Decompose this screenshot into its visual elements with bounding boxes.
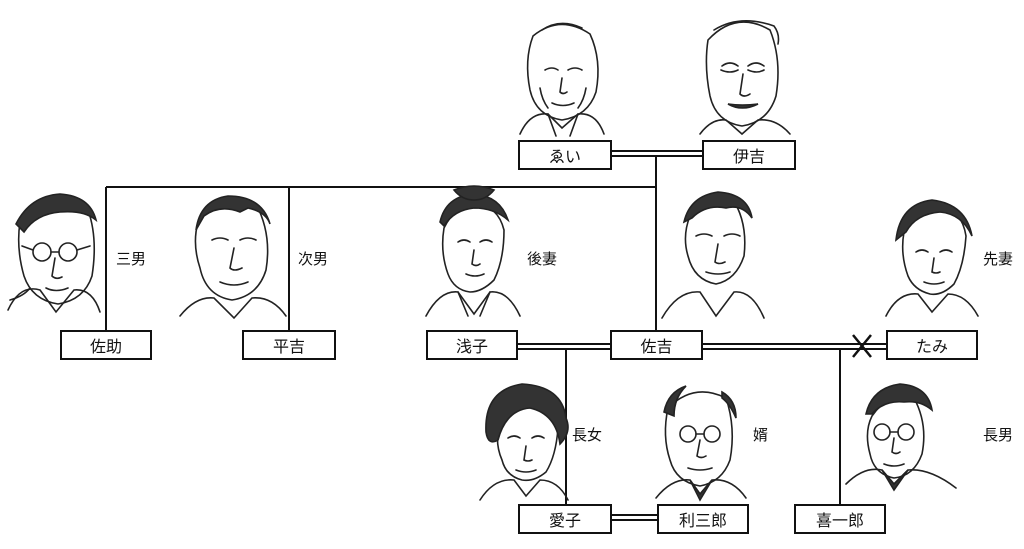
name-heikichi: 平吉 [272, 337, 305, 356]
role-label-sasuke: 三男 [116, 250, 147, 268]
name-box-ikichi: 伊吉 [702, 140, 796, 170]
name-box-sasuke: 佐助 [60, 330, 152, 360]
name-asako: 浅子 [455, 337, 488, 356]
portrait-aiko [479, 383, 569, 501]
portrait-ikichi [699, 20, 791, 136]
name-kiichiro: 喜一郎 [815, 511, 864, 530]
portrait-ei [519, 22, 605, 137]
name-box-sakichi: 佐吉 [610, 330, 703, 360]
name-risaburo: 利三郎 [678, 511, 727, 530]
portrait-sakichi [661, 191, 765, 319]
name-box-risaburo: 利三郎 [657, 504, 749, 534]
name-box-ei: ゑい [518, 140, 612, 170]
name-box-kiichiro: 喜一郎 [794, 504, 886, 534]
name-box-heikichi: 平吉 [242, 330, 336, 360]
portrait-tami [885, 199, 979, 317]
name-aiko: 愛子 [548, 511, 581, 530]
portrait-asako [425, 185, 521, 317]
name-box-aiko: 愛子 [518, 504, 612, 534]
name-box-asako: 浅子 [426, 330, 518, 360]
role-label-tami: 先妻 [983, 250, 1014, 268]
name-tami: たみ [915, 337, 948, 356]
name-ikichi: 伊吉 [732, 147, 765, 166]
name-sasuke: 佐助 [89, 337, 122, 356]
name-box-tami: たみ [886, 330, 978, 360]
role-label-asako: 後妻 [527, 250, 558, 268]
name-ei: ゑい [548, 147, 581, 166]
portrait-kiichiro [845, 383, 957, 492]
portrait-risaburo [655, 385, 747, 502]
name-sakichi: 佐吉 [640, 337, 673, 356]
portrait-sasuke [7, 193, 101, 314]
portrait-heikichi [179, 195, 287, 320]
role-label-heikichi: 次男 [298, 250, 329, 268]
role-label-risaburo: 婿 [753, 426, 769, 444]
role-label-aiko: 長女 [572, 426, 603, 444]
role-label-kiichiro: 長男 [983, 426, 1014, 444]
